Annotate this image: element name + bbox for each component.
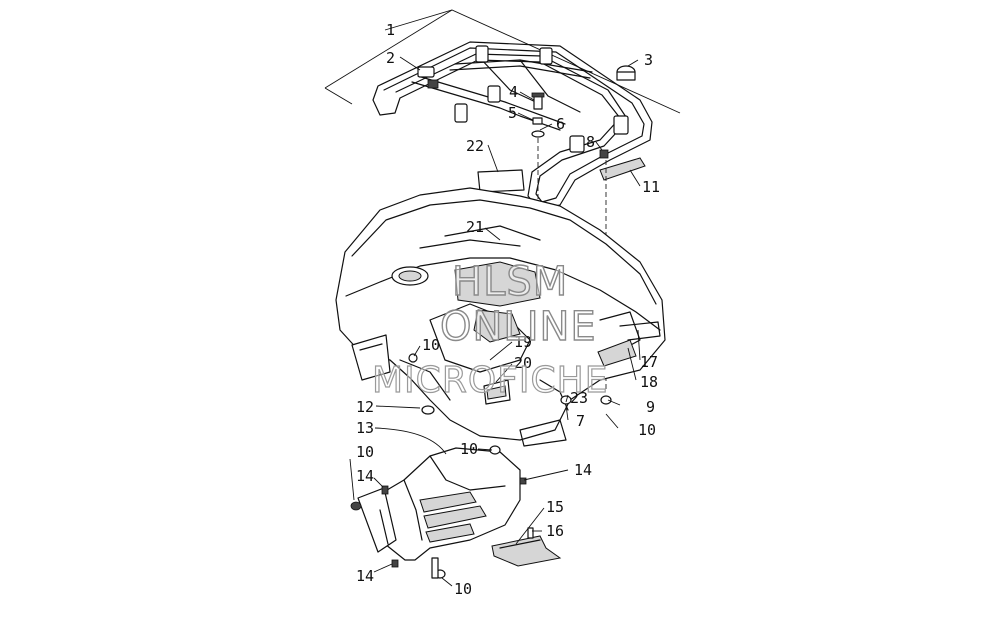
callout-14c: 14 <box>356 567 374 585</box>
callout-23: 23 <box>570 389 588 407</box>
callout-8: 8 <box>586 133 595 151</box>
callout-13: 13 <box>356 419 374 437</box>
callout-14a: 14 <box>356 467 374 485</box>
watermark-line1: HLSM <box>452 259 568 305</box>
callout-10c: 10 <box>460 440 478 458</box>
callout-18: 18 <box>640 373 658 391</box>
callout-1: 1 <box>386 21 395 39</box>
heel-guard-15 <box>491 535 562 567</box>
callout-19: 19 <box>514 333 532 351</box>
callout-12: 12 <box>356 398 374 416</box>
callout-17: 17 <box>640 353 658 371</box>
callout-5: 5 <box>508 104 517 122</box>
decal-22 <box>477 169 525 193</box>
callout-10a: 10 <box>422 336 440 354</box>
callout-2: 2 <box>386 49 395 67</box>
rear-fender <box>335 187 666 447</box>
watermark-line3: MICROFICHE <box>372 360 608 401</box>
callout-3: 3 <box>644 51 653 69</box>
callout-14b: 14 <box>574 461 592 479</box>
callout-21: 21 <box>466 218 484 236</box>
callout-20: 20 <box>514 354 532 372</box>
callout-7: 7 <box>576 412 585 430</box>
leader-lines <box>349 56 641 587</box>
watermark: HLSM ONLINE MICROFICHE <box>371 258 608 401</box>
callout-labels: 1 2 3 4 5 6 8 22 11 21 10 19 20 17 18 23… <box>356 21 660 598</box>
callout-16: 16 <box>546 522 564 540</box>
callout-10d: 10 <box>356 443 374 461</box>
callout-9: 9 <box>646 398 655 416</box>
callout-15: 15 <box>546 498 564 516</box>
callout-10e: 10 <box>454 580 472 598</box>
callout-10b: 10 <box>638 421 656 439</box>
watermark-line2: ONLINE <box>440 304 597 350</box>
callout-4: 4 <box>509 83 518 101</box>
callout-6: 6 <box>556 115 565 133</box>
callout-22: 22 <box>466 137 484 155</box>
callout-11: 11 <box>642 178 660 196</box>
floor-footwell <box>350 445 562 579</box>
